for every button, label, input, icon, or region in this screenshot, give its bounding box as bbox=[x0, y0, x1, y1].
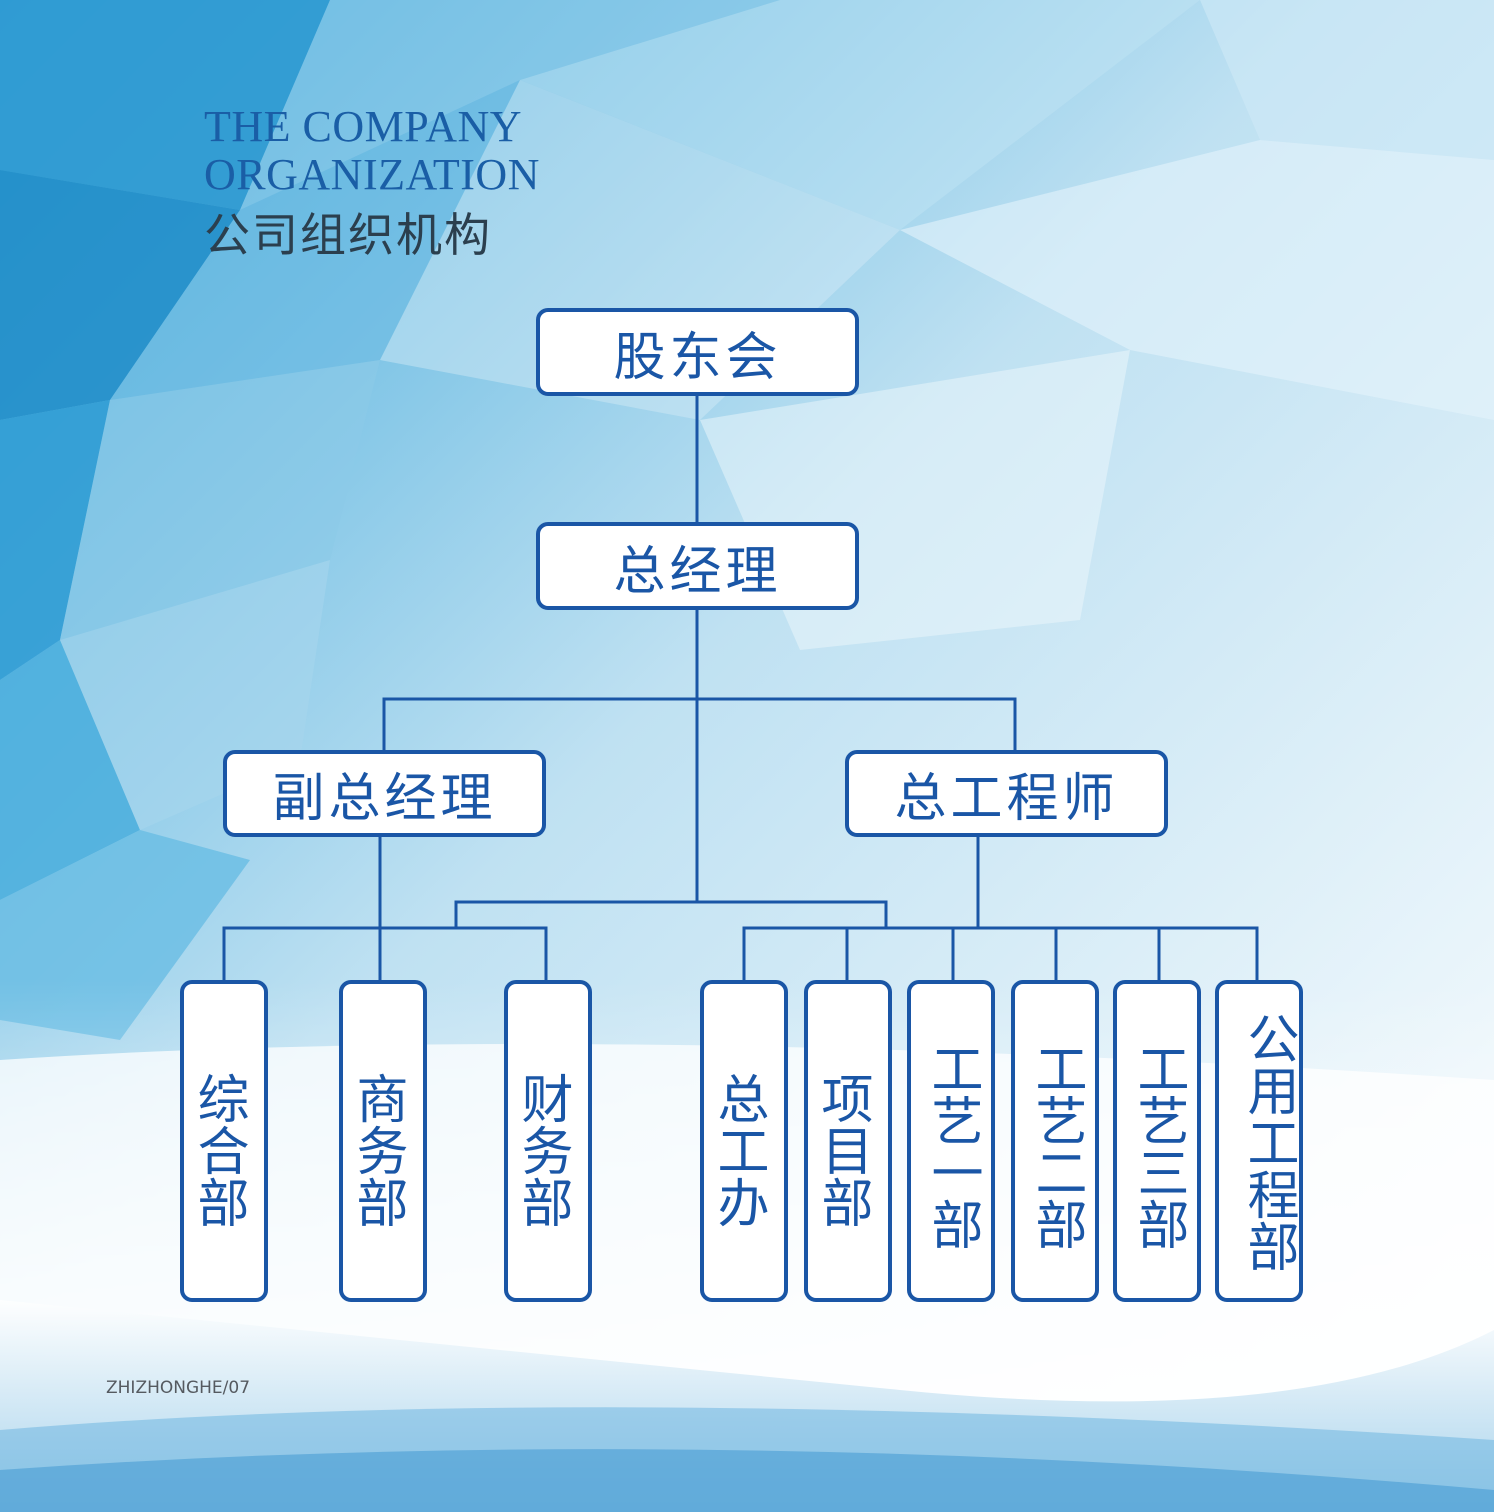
dept-process-1: 工艺一部 bbox=[907, 980, 995, 1302]
page-footer: ZHIZHONGHE/07 bbox=[106, 1378, 251, 1398]
node-chief-engineer: 总工程师 bbox=[845, 750, 1168, 837]
title-cn: 公司组织机构 bbox=[204, 208, 492, 262]
connector-left-depts bbox=[222, 926, 548, 980]
dept-project: 项目部 bbox=[804, 980, 892, 1302]
title-en-line2: ORGANIZATION bbox=[204, 150, 540, 199]
dept-commerce: 商务部 bbox=[339, 980, 427, 1302]
connector-gm-deputies bbox=[382, 697, 1017, 750]
connector-gm-bridge bbox=[454, 900, 888, 928]
title-en-line1: THE COMPANY bbox=[204, 102, 523, 151]
node-general-manager: 总经理 bbox=[536, 522, 859, 610]
node-shareholders: 股东会 bbox=[536, 308, 859, 396]
node-deputy-gm: 副总经理 bbox=[223, 750, 546, 837]
dept-chief-engineer-office: 总工办 bbox=[700, 980, 788, 1302]
dept-finance: 财务部 bbox=[504, 980, 592, 1302]
dept-process-3: 工艺三部 bbox=[1113, 980, 1201, 1302]
dept-general: 综合部 bbox=[180, 980, 268, 1302]
connector-right-depts bbox=[742, 926, 1259, 980]
dept-process-2: 工艺二部 bbox=[1011, 980, 1099, 1302]
dept-utility-engineering: 公用工程部 bbox=[1215, 980, 1303, 1302]
